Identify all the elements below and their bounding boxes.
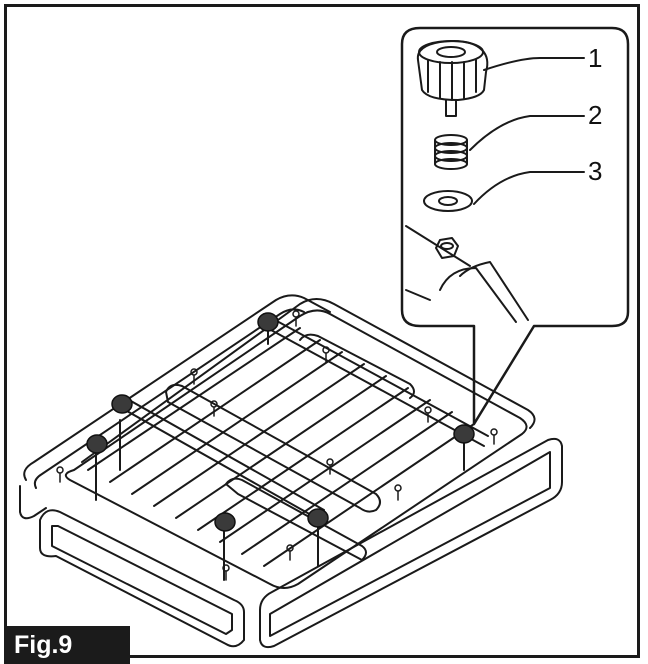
leader-line-2	[469, 115, 585, 151]
detail-callout-inset	[400, 26, 630, 426]
frame-knob	[111, 394, 133, 414]
nut-icon	[405, 225, 529, 323]
callout-number-3: 3	[588, 156, 602, 186]
frame-knob	[453, 424, 475, 444]
frame-knob	[307, 508, 329, 528]
spring-icon	[434, 134, 468, 170]
frame-knob	[214, 512, 236, 532]
frame-knob	[86, 434, 108, 454]
leader-line-3	[473, 171, 585, 205]
callout-number-1: 1	[588, 43, 602, 73]
frame-knob	[257, 312, 279, 332]
figure-label: Fig.9	[4, 626, 130, 664]
leader-line-1	[483, 57, 585, 71]
frame-rack-icon	[19, 294, 563, 649]
callout-number-2: 2	[588, 100, 602, 130]
washer-icon	[423, 190, 473, 212]
knob-icon	[416, 40, 489, 117]
